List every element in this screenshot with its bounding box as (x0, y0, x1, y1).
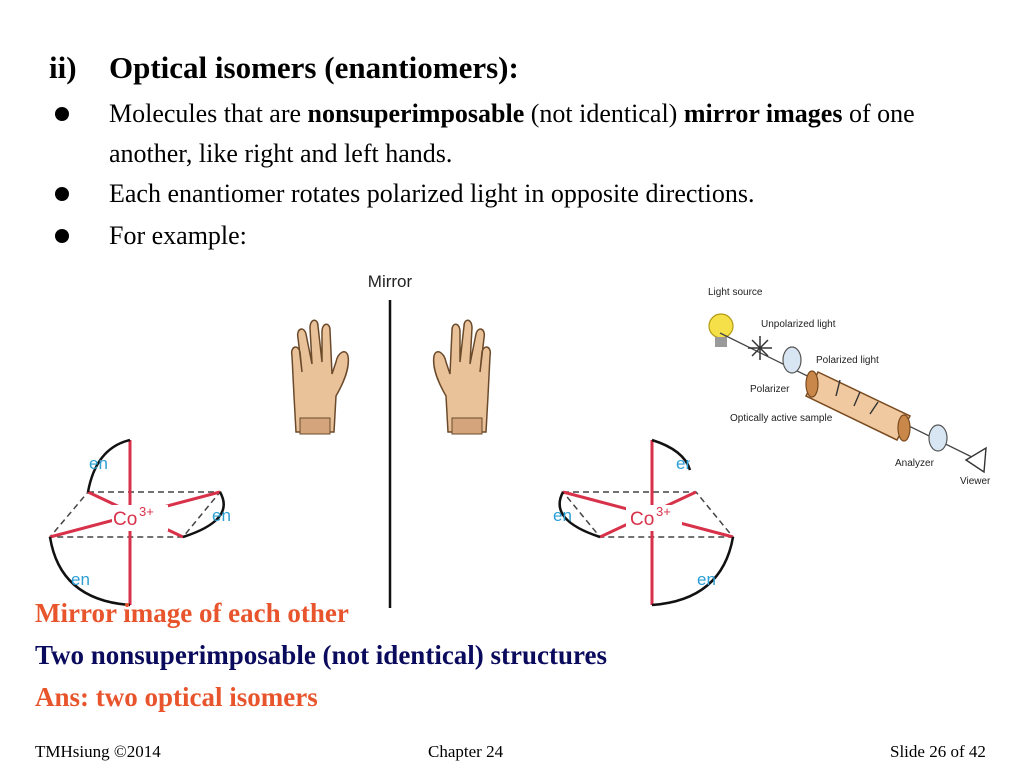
left-complex: Co 3+ en en en (48, 438, 231, 607)
right-chelate-3 (651, 536, 735, 607)
bullet-text-2: Each enantiomer rotates polarized light … (109, 179, 755, 208)
conclusion-nonsuperimposable: Two nonsuperimposable (not identical) st… (35, 640, 608, 670)
bullet-dot-icon (55, 107, 69, 121)
conclusion-answer: Ans: two optical isomers (35, 682, 318, 712)
left-chelate-3 (48, 536, 131, 607)
light-source-text: Light source (708, 287, 763, 298)
conclusion-mirror-image: Mirror image of each other (35, 598, 349, 628)
polarized-light-label: Polarized light (816, 355, 879, 366)
footer-author: TMHsiung ©2014 (35, 742, 161, 761)
viewer-label: Viewer (960, 476, 991, 487)
bullet-text-3: For example: (109, 221, 247, 250)
bullet-text-1: Molecules that are nonsuperimposable (no… (109, 94, 969, 174)
light-source-label: Light source (708, 287, 763, 298)
analyzer-icon (928, 424, 948, 452)
bullet-1-part-3: (not identical) (524, 99, 684, 128)
left-ligand-label: en (71, 570, 90, 589)
left-hand-icon (290, 319, 350, 435)
bullet-dot-icon (55, 229, 69, 243)
right-ligand-clip: en (676, 454, 695, 473)
sample-label: Optically active sample (730, 413, 833, 424)
right-ligand-label: en (697, 570, 716, 589)
left-metal-label: Co (113, 509, 137, 530)
right-chelate-2 (558, 491, 601, 539)
left-ligand-label: en (89, 454, 108, 473)
right-chelate-1 (651, 438, 692, 471)
bullet-1-part-5: of one another, like right and left hand… (109, 99, 915, 168)
unpolarized-label: Unpolarized light (761, 319, 836, 330)
bullet-1-part-2: nonsuperimposable (307, 99, 525, 128)
left-metal-charge: 3+ (139, 504, 154, 519)
light-bulb-icon (708, 313, 734, 339)
polarizer-label: Polarizer (750, 384, 790, 395)
footer-slide-number: Slide 26 of 42 (890, 742, 986, 761)
right-ligand-label: en (676, 454, 695, 473)
footer-chapter: Chapter 24 (428, 742, 504, 761)
heading-number: ii) (49, 50, 77, 85)
bullet-1-part-4: mirror images (683, 99, 843, 128)
right-complex: Co 3+ en en en (553, 438, 735, 607)
left-chelate-1 (86, 438, 131, 493)
bullet-1-part-1: Molecules that are (109, 99, 308, 128)
bulb-base-icon (715, 337, 727, 347)
right-hand-icon (432, 319, 492, 435)
slide-heading: ii) Optical isomers (enantiomers): (49, 50, 519, 86)
eye-icon (964, 446, 987, 474)
sample-tube-icon (804, 370, 912, 442)
right-metal-label: Co (630, 509, 654, 530)
left-chelate-2 (182, 491, 225, 539)
right-metal-charge: 3+ (656, 504, 671, 519)
unpolarized-star-icon (748, 336, 772, 360)
polarizer-icon (782, 346, 802, 374)
heading-title: Optical isomers (enantiomers): (109, 50, 519, 85)
right-ligand-label: en (553, 506, 572, 525)
bullet-dot-icon (55, 187, 69, 201)
mirror-label: Mirror (368, 272, 413, 291)
analyzer-label: Analyzer (895, 458, 935, 469)
polarimeter-diagram: Light source Unpolarized light Polarizer… (708, 287, 991, 487)
left-ligand-label: en (212, 506, 231, 525)
